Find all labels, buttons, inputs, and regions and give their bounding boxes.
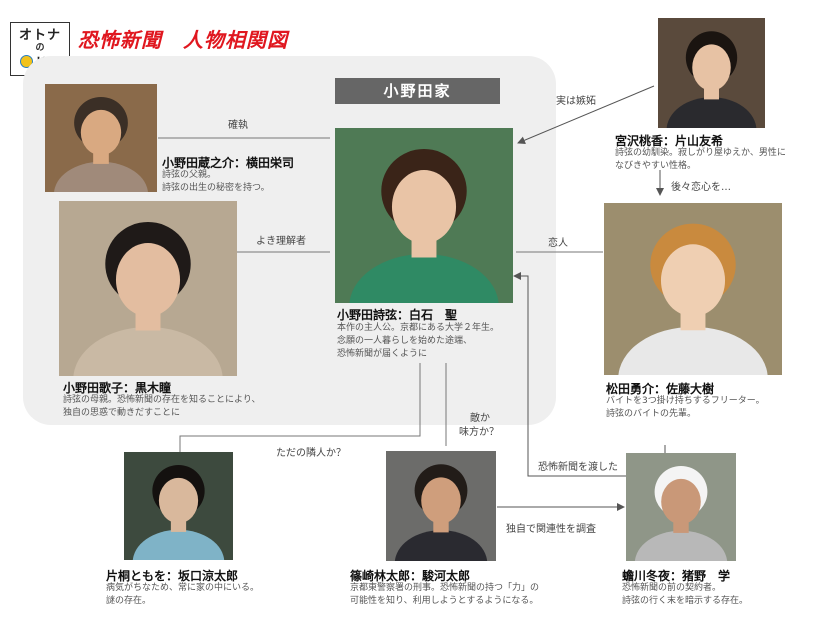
desc-line: 詩弦の母親。恐怖新聞の存在を知ることにより、: [63, 395, 261, 405]
relation-koibito: 恋人: [548, 238, 568, 249]
desc-rintaro: 京都東警察署の刑事。恐怖新聞の持つ「力」の 可能性を知り、利用しようとするように…: [350, 582, 539, 608]
portrait-rintaro: [386, 451, 496, 561]
desc-line: バイトを3つ掛け持ちするフリーター。: [606, 396, 765, 406]
relation-kakushitsu: 確執: [228, 120, 248, 131]
portrait-face: [660, 244, 726, 317]
line-tada-no-rinjin: [179, 363, 421, 454]
portrait-image: [124, 452, 233, 560]
portrait-body: [54, 161, 148, 192]
desc-line: 詩弦のバイトの先輩。: [606, 409, 697, 419]
desc-line: 京都東警察署の刑事。恐怖新聞の持つ「力」の: [350, 583, 540, 593]
desc-momoka: 詩弦の幼馴染。寂しがり屋ゆえか、男性に なびきやすい性格。: [615, 147, 786, 173]
logo-line2: の: [35, 43, 45, 53]
desc-line: 恐怖新聞が届くように: [337, 349, 428, 359]
portrait-yusuke: [604, 203, 782, 375]
desc-line: 独自の思惑で動きだすことに: [63, 408, 181, 418]
desc-line: 詩弦の出生の秘密を持つ。: [162, 183, 270, 193]
portrait-face: [421, 477, 461, 524]
portrait-face: [158, 477, 199, 524]
portrait-image: [626, 453, 736, 561]
portrait-body: [666, 97, 757, 128]
diagram-title: 恐怖新聞 人物相関図: [78, 28, 288, 52]
relation-yoki-rikaisha: よき理解者: [256, 236, 306, 247]
desc-tomomo: 病気がちなため、常に家の中にいる。 謎の存在。: [106, 582, 259, 608]
portrait-fuyuya: [626, 453, 736, 561]
desc-shiori: 本作の主人公。京都にある大学２年生。 念願の一人暮らしを始めた途端、 恐怖新聞が…: [337, 322, 499, 361]
portrait-tomomo: [124, 452, 233, 560]
onoda-family-label: 小野田家: [335, 78, 500, 104]
desc-line: 謎の存在。: [106, 596, 152, 606]
name-yusuke: 松田勇介：佐藤大樹: [606, 382, 715, 396]
portrait-shiori: [335, 128, 513, 303]
desc-line: 恐怖新聞の前の契約者。: [622, 583, 722, 593]
name-rintaro: 篠崎林太郎：駿河太郎: [350, 569, 471, 583]
relation-tada-no-rinjin: ただの隣人か？: [276, 448, 346, 459]
portrait-image: [658, 18, 765, 128]
name-momoka: 宮沢桃香：片山友希: [615, 134, 724, 148]
portrait-body: [618, 326, 768, 375]
desc-fuyuya: 恐怖新聞の前の契約者。 詩弦の行く末を暗示する存在。: [622, 582, 748, 608]
relation-teki-ka-2: 味方か？: [459, 427, 499, 438]
portrait-body: [132, 529, 225, 560]
portrait-body: [349, 254, 499, 303]
name-kuranosuke: 小野田蔵之介：横田栄司: [162, 156, 295, 170]
portrait-image: [45, 84, 157, 192]
portrait-kuranosuke: [45, 84, 157, 192]
desc-line: 詩弦の行く末を暗示する存在。: [622, 596, 749, 606]
name-tomomo: 片桐ともを：坂口涼太郎: [106, 569, 239, 583]
desc-line: 詩弦の父親。: [162, 170, 217, 180]
portrait-image: [386, 451, 496, 561]
portrait-face: [80, 109, 122, 156]
portrait-face: [692, 44, 731, 91]
portrait-body: [634, 530, 728, 561]
portrait-image: [59, 201, 237, 376]
desc-line: 詩弦の幼馴染。寂しがり屋ゆえか、男性に: [615, 148, 786, 158]
portrait-image: [335, 128, 513, 303]
portrait-body: [73, 327, 223, 376]
desc-line: 病気がちなため、常に家の中にいる。: [106, 583, 260, 593]
portrait-image: [604, 203, 782, 375]
name-utako: 小野田歌子：黒木瞳: [63, 381, 172, 395]
desc-line: 本作の主人公。京都にある大学２年生。: [337, 323, 500, 333]
relation-nochinochi: 後々恋心を…: [671, 182, 731, 193]
name-fuyuya: 蟾川冬夜：猪野 学: [622, 569, 731, 583]
logo-line1: オトナ: [18, 28, 61, 43]
portrait-face: [115, 243, 181, 317]
desc-utako: 詩弦の母親。恐怖新聞の存在を知ることにより、 独自の思惑で動きだすことに: [63, 394, 260, 420]
relation-dokuji: 独自で関連性を調査: [506, 524, 596, 535]
desc-kuranosuke: 詩弦の父親。 詩弦の出生の秘密を持つ。: [162, 169, 270, 195]
relation-jitsu-wa-shitto: 実は嫉妬: [556, 96, 596, 107]
name-shiori: 小野田詩弦：白石 聖: [337, 308, 458, 322]
relation-watashita: 恐怖新聞を渡した: [538, 462, 618, 473]
desc-yusuke: バイトを3つ掛け持ちするフリーター。 詩弦のバイトの先輩。: [606, 395, 765, 421]
portrait-body: [394, 530, 488, 561]
portrait-face: [661, 478, 701, 525]
desc-line: 可能性を知り、利用しようとするようになる。: [350, 596, 539, 606]
portrait-face: [391, 170, 457, 244]
desc-line: 念願の一人暮らしを始めた途端、: [337, 336, 473, 346]
desc-line: なびきやすい性格。: [615, 161, 697, 171]
portrait-momoka: [658, 18, 765, 128]
portrait-utako: [59, 201, 237, 376]
arrow-jitsu-wa-shitto: [517, 85, 655, 144]
relation-teki-ka-1: 敵か: [470, 413, 490, 424]
